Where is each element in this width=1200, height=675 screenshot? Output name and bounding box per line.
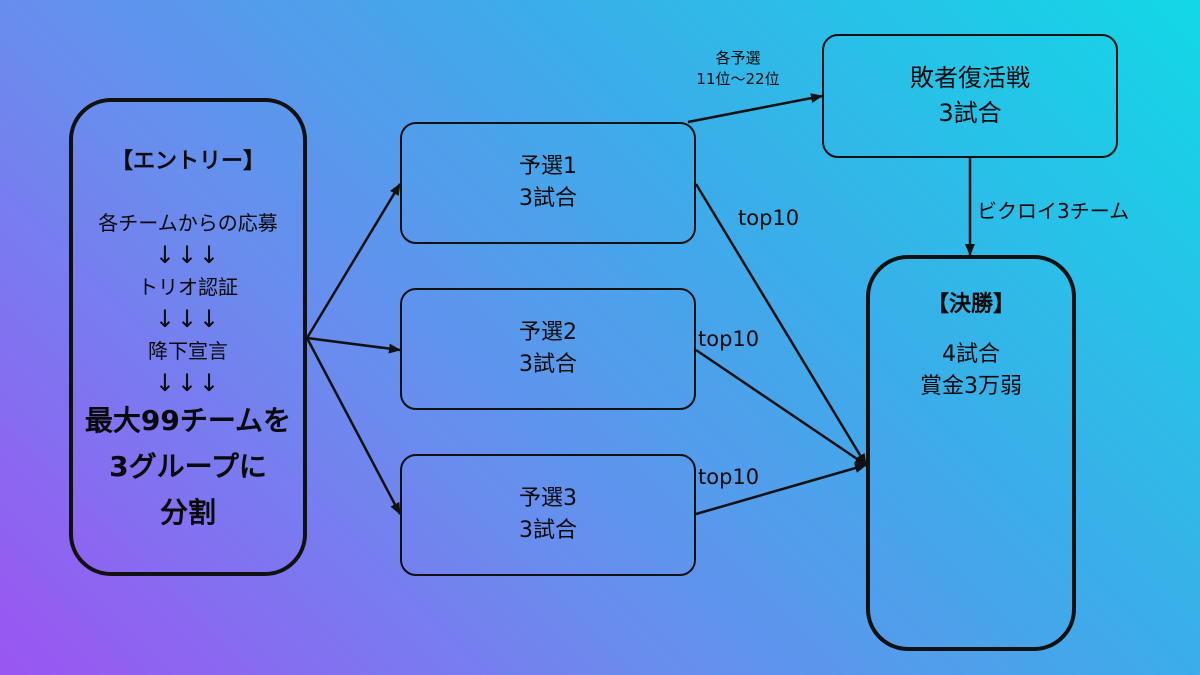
edge-label-q1-top10: top10: [738, 206, 800, 230]
arrow-q1-to-final: [694, 183, 868, 466]
revival-condition-line2: 11位〜22位: [696, 70, 780, 88]
qualifier-1-name: 予選1: [519, 154, 577, 180]
entry-box: 【エントリー】 各チームからの応募 ↓↓↓ トリオ認証 ↓↓↓ 降下宣言 ↓↓↓…: [69, 98, 307, 576]
entry-title: 【エントリー】: [110, 149, 265, 174]
entry-summary-line1: 最大99チームを: [84, 403, 292, 437]
revival-condition-label: 各予選 11位〜22位: [683, 48, 793, 90]
arrow-q2-to-final: [695, 348, 867, 467]
entry-step-apply: 各チームからの応募: [98, 210, 278, 235]
revival-games: 3試合: [938, 99, 1002, 127]
edge-label-revival-winners: ビクロイ3チーム: [977, 199, 1130, 223]
qualifier-3-name: 予選3: [519, 486, 577, 512]
entry-step-trio: トリオ認証: [138, 274, 238, 299]
final-box: 【決勝】 4試合 賞金3万弱: [866, 255, 1076, 651]
entry-summary-line3: 分割: [159, 495, 216, 529]
entry-summary-line2: 3グループに: [109, 449, 267, 483]
final-prize: 賞金3万弱: [920, 373, 1022, 399]
down-arrows-icon: ↓↓↓: [154, 240, 222, 269]
qualifier-2-name: 予選2: [519, 320, 577, 346]
revival-condition-line1: 各予選: [715, 49, 761, 67]
qualifier-3-games: 3試合: [519, 518, 577, 543]
entry-step-drop: 降下宣言: [148, 338, 228, 363]
arrow-q1-to-revival: [687, 93, 823, 124]
revival-name: 敗者復活戦: [910, 64, 1030, 93]
qualifier-1-games: 3試合: [519, 186, 577, 211]
arrow-entry-to-q1: [305, 183, 402, 339]
qualifier-2-box: 予選2 3試合: [400, 288, 696, 410]
edge-label-q2-top10: top10: [698, 327, 760, 351]
down-arrows-icon: ↓↓↓: [154, 304, 222, 333]
arrow-entry-to-q3: [305, 337, 402, 515]
qualifier-3-box: 予選3 3試合: [400, 454, 696, 576]
qualifier-1-box: 予選1 3試合: [400, 122, 696, 244]
qualifier-2-games: 3試合: [519, 352, 577, 377]
edge-label-q3-top10: top10: [698, 465, 760, 489]
down-arrows-icon: ↓↓↓: [154, 368, 222, 397]
final-title: 【決勝】: [926, 292, 1015, 317]
final-games: 4試合: [942, 341, 1000, 367]
arrow-entry-to-q2: [306, 336, 401, 354]
arrow-q3-to-final: [695, 463, 867, 516]
revival-box: 敗者復活戦 3試合: [822, 34, 1118, 158]
